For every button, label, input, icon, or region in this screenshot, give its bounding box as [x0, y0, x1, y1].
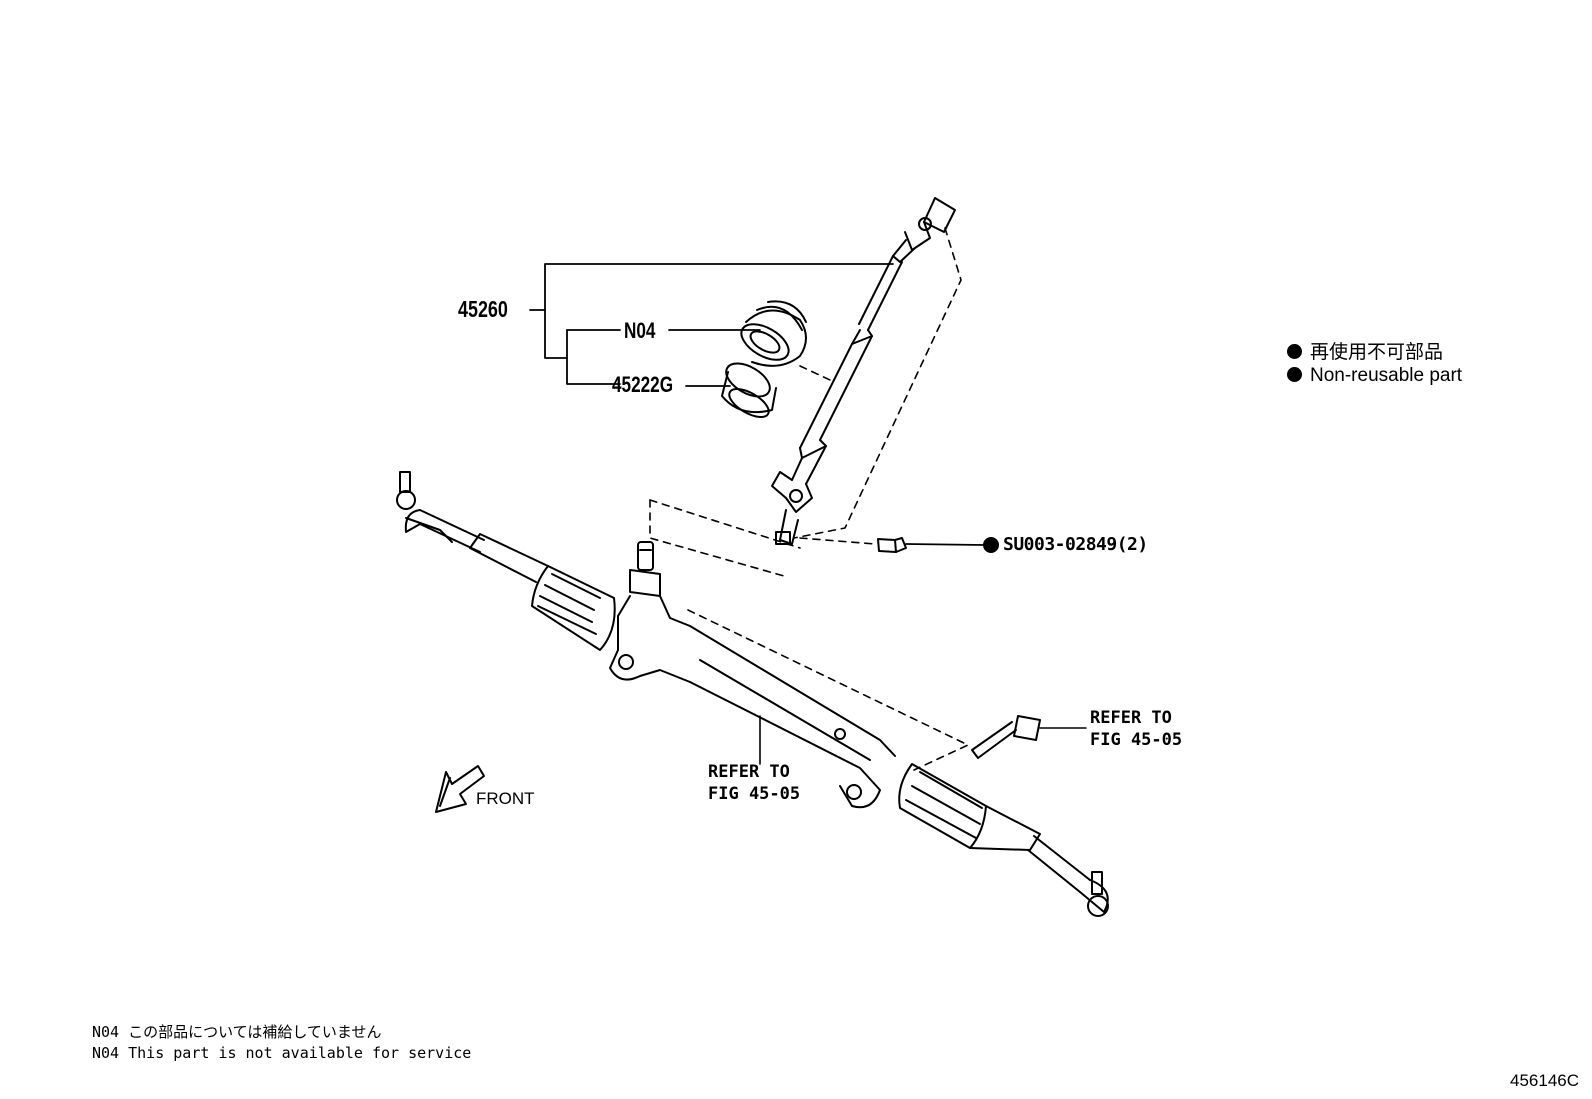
refer-bolt-line1: REFER TO: [1090, 708, 1172, 728]
dust-boot: [740, 300, 807, 367]
intermediate-shaft: [771, 197, 956, 545]
mounting-bolt: [971, 715, 1087, 759]
legend-jp-text: 再使用不可部品: [1310, 342, 1444, 363]
callout-n04: N04: [624, 318, 656, 343]
refer-rack-line1: REFER TO: [708, 762, 790, 782]
refer-bolt-line2: FIG 45-05: [1090, 730, 1183, 750]
front-label: FRONT: [476, 789, 535, 808]
non-reusable-dot-icon: [983, 537, 999, 553]
callout-45260: 45260: [458, 296, 508, 322]
assembly-bracket: [529, 263, 894, 387]
legend-en: Non-reusable part: [1287, 366, 1462, 385]
note-en: N04 This part is not available for servi…: [92, 1044, 472, 1062]
steering-rack: [396, 471, 1109, 917]
shaft-bolt: [877, 537, 985, 553]
legend-jp: 再使用不可部品: [1287, 343, 1443, 362]
alignment-dashes: [649, 227, 969, 771]
callout-45222g: 45222G: [612, 372, 674, 397]
legend-en-text: Non-reusable part: [1310, 365, 1463, 386]
figure-id: 456146C: [1510, 1071, 1580, 1090]
seal: [721, 362, 777, 418]
refer-rack-line2: FIG 45-05: [708, 784, 801, 804]
non-reusable-dot-icon: [1287, 367, 1302, 382]
front-arrow-icon: [435, 765, 485, 813]
non-reusable-dot-icon: [1287, 344, 1302, 359]
callout-su003-02849: SU003-02849(2): [1003, 534, 1148, 555]
note-jp: N04 この部品については補給していません: [92, 1023, 382, 1041]
